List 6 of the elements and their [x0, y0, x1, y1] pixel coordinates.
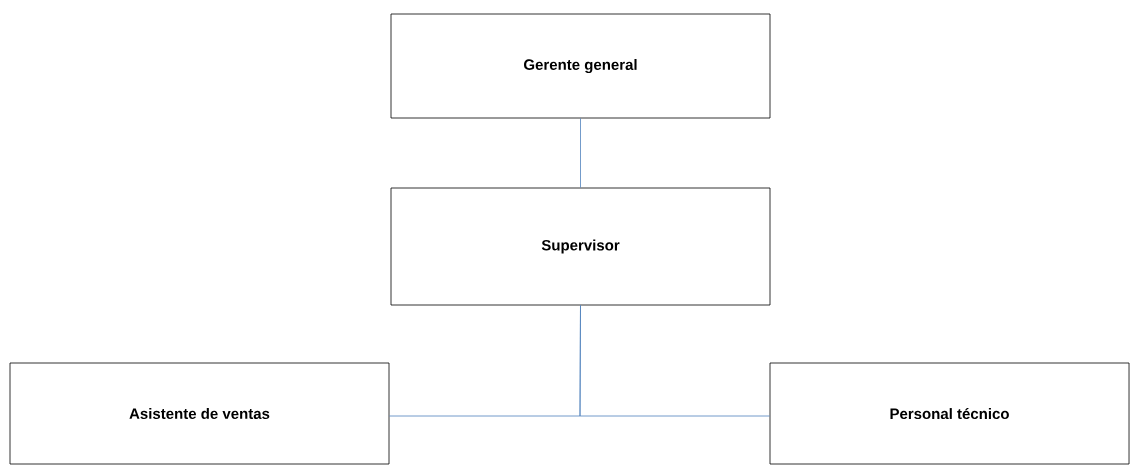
org-box: Asistente de ventas	[9, 362, 390, 465]
connector-line	[580, 118, 581, 188]
org-box: Gerente general	[390, 13, 771, 119]
org-box: Personal técnico	[769, 362, 1130, 465]
connector-line	[579, 305, 770, 417]
org-box: Supervisor	[390, 187, 771, 306]
